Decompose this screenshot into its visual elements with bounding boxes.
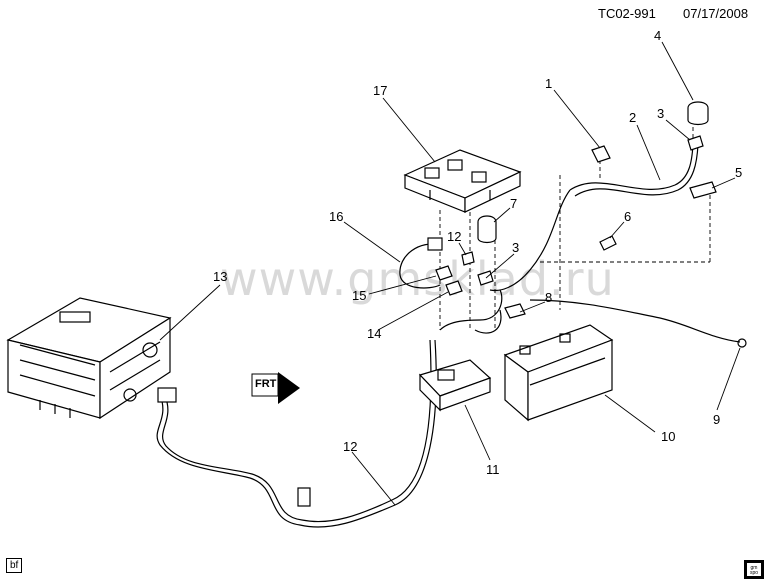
part-3-nut-upper [687,135,704,151]
callout-8: 8 [545,290,553,305]
callout-10: 10 [661,429,676,444]
part-13-module [6,297,172,420]
part-14-nut [445,280,463,296]
callout-6: 6 [624,209,632,224]
diagram-code: TC02-991 [598,6,656,21]
gm-spo-logo-icon [744,560,764,579]
callout-17: 17 [373,83,388,98]
callout-13: 13 [213,269,228,284]
callout-9: 9 [713,412,721,427]
part-17-relay-block [403,149,522,213]
front-direction-arrow-icon [251,372,300,404]
part-16-wire [399,243,441,289]
part-11-junction-block [418,359,492,412]
callout-15: 15 [352,288,367,303]
part-5-bracket [689,181,717,199]
part-12-nut [461,251,475,266]
callout-11: 11 [486,462,500,477]
part-7-terminal-cap [477,215,497,244]
part-15-nut [435,265,453,281]
callout-16: 16 [329,209,344,224]
footer-tag: bf [6,558,23,573]
part-8-terminal [504,303,526,319]
callout-12a: 12 [447,229,462,244]
part-10-battery [503,324,614,422]
callout-2: 2 [629,110,637,125]
callout-3a: 3 [657,106,665,121]
callout-7: 7 [510,196,518,211]
part-12-cable [156,339,437,528]
part-9-cable [529,299,741,343]
callout-12b: 12 [343,439,358,454]
part-2-cable [569,144,694,191]
logo-text: gm spo [749,565,759,576]
part-1-clip [591,145,611,163]
part-6-bolt [599,235,617,251]
part-3-nut-lower [477,270,494,286]
front-arrow-label: FRT [255,378,277,390]
watermark-text: www.gmsklad.ru [220,252,615,306]
callout-1: 1 [545,76,553,91]
part-4-cap [687,101,709,126]
callout-3b: 3 [512,240,520,255]
callout-4: 4 [654,28,662,43]
diagram-date: 07/17/2008 [683,6,749,21]
callout-14: 14 [367,326,382,341]
callout-5: 5 [735,165,743,180]
